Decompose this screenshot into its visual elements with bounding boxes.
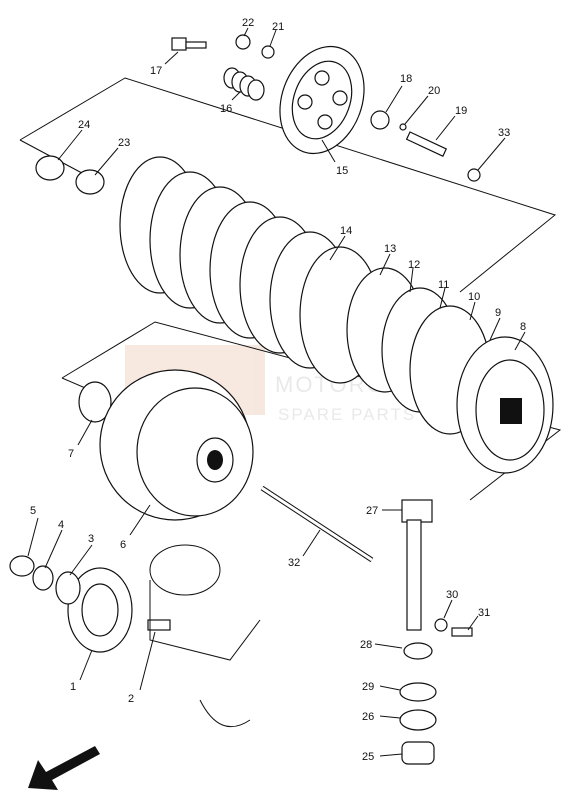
- callout-4: 4: [58, 519, 64, 531]
- callout-5: 5: [30, 505, 36, 517]
- friction-plate-stack: [119, 156, 491, 435]
- bolt: [171, 37, 207, 51]
- callout-15: 15: [336, 165, 348, 177]
- callout-9: 9: [495, 307, 501, 319]
- leader-lines: [27, 27, 526, 757]
- callout-24: 24: [78, 119, 90, 131]
- watermark-line2: SPARE PARTS: [278, 405, 416, 424]
- callout-10: 10: [468, 291, 480, 303]
- lock-nut: [35, 155, 65, 181]
- callout-25: 25: [362, 751, 374, 763]
- callout-28: 28: [360, 639, 372, 651]
- clutch-boss: [456, 336, 554, 474]
- clutch-spring: [223, 67, 265, 101]
- torsion-spring: [403, 642, 433, 660]
- callout-12: 12: [408, 259, 420, 271]
- callout-27: 27: [366, 505, 378, 517]
- washer-3: [55, 571, 81, 605]
- callout-6: 6: [120, 539, 126, 551]
- upper-group-frame: [19, 77, 557, 293]
- circlip: [78, 381, 112, 423]
- callout-2: 2: [128, 693, 134, 705]
- callout-1: 1: [70, 681, 76, 693]
- nut-5: [9, 555, 35, 577]
- callout-labels: 1 2 3 4 5 6 7 8 9 10 11 12 13 14 15 16 1…: [30, 17, 526, 763]
- callout-16: 16: [220, 103, 232, 115]
- callout-32: 32: [288, 557, 300, 569]
- crank-sketch: [149, 544, 261, 728]
- front-arrow-icon: [28, 746, 100, 790]
- push-rod-short: [405, 131, 448, 157]
- callout-33: 33: [498, 127, 510, 139]
- callout-11: 11: [438, 279, 449, 291]
- callout-7: 7: [68, 448, 74, 460]
- callout-14: 14: [340, 225, 352, 237]
- key: [147, 619, 171, 631]
- screw: [451, 627, 473, 637]
- pressure-plate: [279, 45, 365, 155]
- callout-8: 8: [520, 321, 526, 333]
- plain-washer: [399, 682, 437, 702]
- washer-small: [434, 618, 448, 632]
- ball: [467, 168, 481, 182]
- push-lever-shaft: [401, 499, 433, 631]
- callout-22: 22: [242, 17, 254, 29]
- push-rod-nut: [370, 110, 390, 130]
- callout-21: 21: [272, 21, 284, 33]
- oil-seal: [399, 709, 437, 731]
- callout-31: 31: [478, 607, 490, 619]
- nut: [235, 34, 251, 50]
- washer: [261, 45, 275, 59]
- o-ring: [399, 123, 407, 131]
- callout-17: 17: [150, 65, 162, 77]
- callout-29: 29: [362, 681, 374, 693]
- callout-18: 18: [400, 73, 412, 85]
- lock-washer: [75, 169, 105, 195]
- callout-30: 30: [446, 589, 458, 601]
- lock-washer-4: [32, 565, 54, 591]
- callout-3: 3: [88, 533, 94, 545]
- callout-23: 23: [118, 137, 130, 149]
- callout-26: 26: [362, 711, 374, 723]
- clutch-housing: [99, 369, 254, 521]
- primary-drive-gear: [67, 567, 133, 653]
- callout-19: 19: [455, 105, 467, 117]
- callout-20: 20: [428, 85, 440, 97]
- bearing: [401, 741, 435, 765]
- callout-13: 13: [384, 243, 396, 255]
